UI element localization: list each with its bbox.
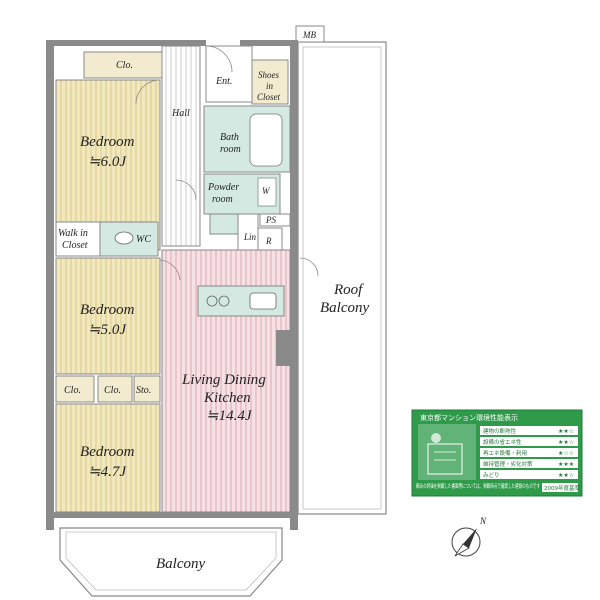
closet-b3a xyxy=(55,375,95,403)
sink-icon xyxy=(249,292,277,310)
roof-balcony-area xyxy=(297,41,387,515)
bath-line2: room xyxy=(220,144,241,155)
bedroom-2 xyxy=(55,257,161,375)
lin-label: Lin xyxy=(243,232,257,242)
closet-b3a-label: Clo. xyxy=(64,385,81,396)
badge-row-1-label: 建物の断熱性 xyxy=(483,427,517,435)
badge-row-5-label: みどり xyxy=(483,471,500,479)
compass-north: N xyxy=(479,516,487,526)
walk-in-closet-line2: Closet xyxy=(62,240,88,251)
bedroom-3-size: ≒4.7J xyxy=(88,464,127,480)
badge-rows: 建物の断熱性 ★★☆ 設備の省エネ性 ★★☆ 再エネ設備・利用 ★☆☆ 維持管理… xyxy=(480,426,578,479)
environment-badge: 東京都マンション環境性能表示 建物の断熱性 ★★☆ 設備の省エネ性 ★★☆ 再エ… xyxy=(411,409,583,497)
badge-row-5-stars: ★★☆ xyxy=(558,472,574,479)
powder-line2: room xyxy=(212,194,233,205)
balcony-label: Balcony xyxy=(156,556,205,572)
badge-row-3-stars: ★☆☆ xyxy=(558,450,574,457)
balcony-area xyxy=(59,527,283,597)
bedroom-1-size: ≒6.0J xyxy=(88,154,127,170)
roof-balcony-line2: Balcony xyxy=(320,300,369,316)
washer-space xyxy=(257,177,277,207)
stove-icon-2 xyxy=(218,295,230,307)
w-label: W xyxy=(262,186,271,196)
walk-in-closet-line1: Walk in xyxy=(58,228,88,239)
closet-top-label: Clo. xyxy=(116,60,133,71)
badge-year: 2009年度基準 xyxy=(544,484,580,492)
ldk-size: ≒14.4J xyxy=(206,408,253,424)
mb-box xyxy=(295,25,325,43)
hall-label: Hall xyxy=(171,108,190,119)
r-label: R xyxy=(265,236,272,246)
shoes-closet-line1: Shoes xyxy=(258,70,279,80)
badge-row-1-stars: ★★☆ xyxy=(558,428,574,435)
bedroom-3-name: Bedroom xyxy=(80,444,135,460)
compass-icon: N xyxy=(451,516,487,557)
bath-line1: Bath xyxy=(220,132,239,143)
closet-b3b-label: Clo. xyxy=(104,385,121,396)
door-arcs xyxy=(135,45,319,281)
badge-row-2-label: 設備の省エネ性 xyxy=(483,438,522,446)
wc-label: WC xyxy=(136,234,151,245)
badge-building-icon xyxy=(427,433,463,475)
closet-b3b xyxy=(97,375,133,403)
bedroom-3 xyxy=(55,403,161,513)
bathtub-icon xyxy=(249,113,283,167)
bedroom-1-name: Bedroom xyxy=(80,134,135,150)
shoes-closet xyxy=(251,59,289,105)
bedroom-2-name: Bedroom xyxy=(80,302,135,318)
badge-row-4-label: 維持管理・劣化対策 xyxy=(483,460,533,468)
ldk-name-line2: Kitchen xyxy=(203,390,251,406)
toilet-icon xyxy=(114,231,134,245)
badge-row-3-label: 再エネ設備・利用 xyxy=(483,449,527,457)
powder-line1: Powder xyxy=(207,182,239,193)
bedroom-2-size: ≒5.0J xyxy=(88,322,127,338)
ent-label: Ent. xyxy=(215,76,232,87)
shoes-closet-line3: Closet xyxy=(257,92,281,102)
storage xyxy=(133,375,161,403)
mb-label: MB xyxy=(302,30,316,40)
badge-title: 東京都マンション環境性能表示 xyxy=(420,413,518,422)
stove-icon xyxy=(206,295,218,307)
vanity xyxy=(209,213,239,235)
badge-row-4-stars: ★★★ xyxy=(558,461,574,468)
entrance xyxy=(205,45,253,103)
shoes-closet-line2: in xyxy=(266,81,274,91)
storage-label: Sto. xyxy=(136,385,151,396)
ps-box xyxy=(259,213,291,227)
hall xyxy=(161,45,201,247)
badge-note: 都合の評価を掲載した書面等については、掲載時点で確認した建設のものです xyxy=(416,482,540,490)
pillar xyxy=(276,330,290,366)
badge-row-2-stars: ★★☆ xyxy=(558,439,574,446)
ldk-name-line1: Living Dining xyxy=(181,372,266,388)
outer-walls xyxy=(46,40,298,530)
roof-balcony-line1: Roof xyxy=(333,282,364,298)
ps-label: PS xyxy=(265,215,276,225)
